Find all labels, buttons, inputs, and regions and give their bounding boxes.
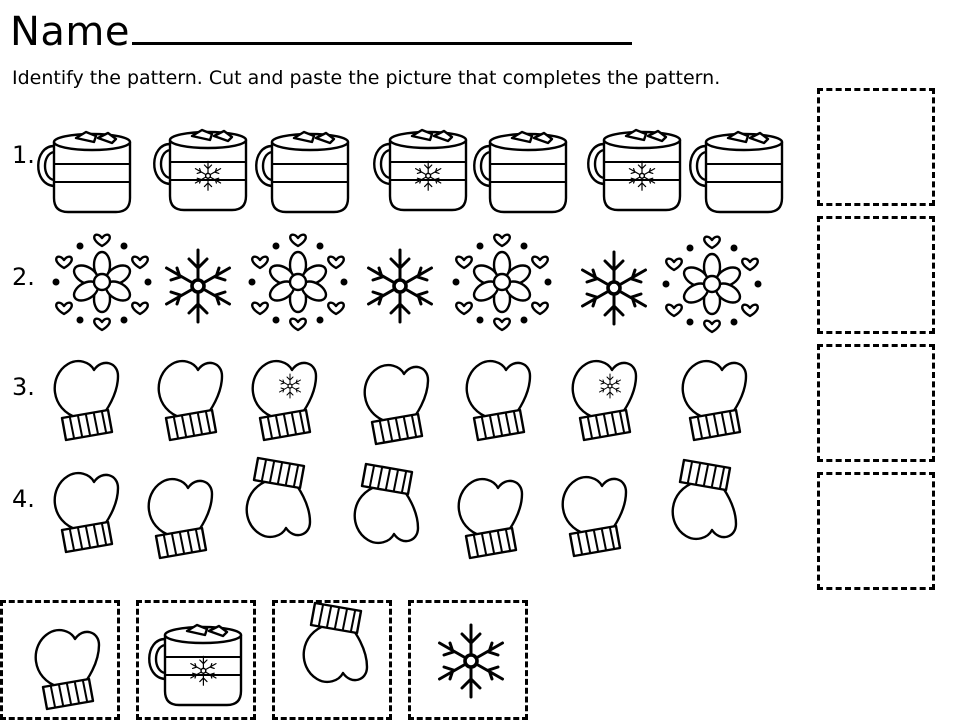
mitten-icon (363, 363, 430, 446)
snowflake-icon (366, 248, 434, 324)
instructions-text: Identify the pattern. Cut and paste the … (12, 67, 721, 89)
mitten-icon (561, 475, 628, 558)
mitten-icon (53, 359, 120, 442)
mitten-icon (465, 359, 532, 442)
answer-box-3[interactable] (817, 344, 935, 462)
snowflake-icon (580, 250, 648, 326)
row-number-4: 4. (12, 485, 35, 513)
snowflake-mug-icon (373, 128, 468, 212)
heart-flower-snowflake-icon (451, 233, 553, 332)
pattern-row-1 (37, 128, 784, 228)
mitten-icon (147, 477, 214, 560)
snowflake-icon (164, 248, 232, 324)
cut-piece-snowflake-mug[interactable] (136, 600, 256, 720)
heart-flower-snowflake-icon (247, 233, 349, 332)
cut-piece-snowflake[interactable] (408, 600, 528, 720)
snowflake-mug-icon (148, 623, 243, 707)
name-field: Name (10, 4, 633, 60)
snowflake-mug-icon (153, 128, 248, 212)
row-number-2: 2. (12, 263, 35, 291)
snowflake-mitten-icon (251, 359, 318, 442)
cut-piece-mitten[interactable] (0, 600, 120, 720)
snowflake-mitten-icon (571, 359, 638, 442)
mitten-icon (157, 359, 224, 442)
name-label: Name (10, 9, 131, 55)
mitten-icon (53, 471, 120, 554)
cut-piece-mitten-flipped[interactable] (272, 600, 392, 720)
mitten-flipped-icon (302, 601, 369, 684)
mitten-icon (457, 477, 524, 560)
mitten-icon (681, 359, 748, 442)
snowflake-icon (437, 623, 505, 699)
pattern-row-2 (40, 228, 780, 334)
answer-box-2[interactable] (817, 216, 935, 334)
answer-box-1[interactable] (817, 88, 935, 206)
pattern-row-3 (40, 358, 780, 458)
mitten-flipped-icon (245, 456, 312, 539)
plain-mug-icon (689, 130, 784, 214)
plain-mug-icon (255, 130, 350, 214)
snowflake-mug-icon (587, 128, 682, 212)
pattern-row-4 (40, 456, 780, 570)
heart-flower-snowflake-icon (51, 233, 153, 332)
heart-flower-snowflake-icon (661, 235, 763, 334)
plain-mug-icon (473, 130, 568, 214)
mitten-icon (34, 628, 101, 711)
row-number-3: 3. (12, 373, 35, 401)
mitten-flipped-icon (671, 458, 738, 541)
mitten-flipped-icon (353, 462, 420, 545)
plain-mug-icon (37, 130, 132, 214)
answer-box-4[interactable] (817, 472, 935, 590)
row-number-1: 1. (12, 141, 35, 169)
name-write-line[interactable] (132, 4, 633, 45)
